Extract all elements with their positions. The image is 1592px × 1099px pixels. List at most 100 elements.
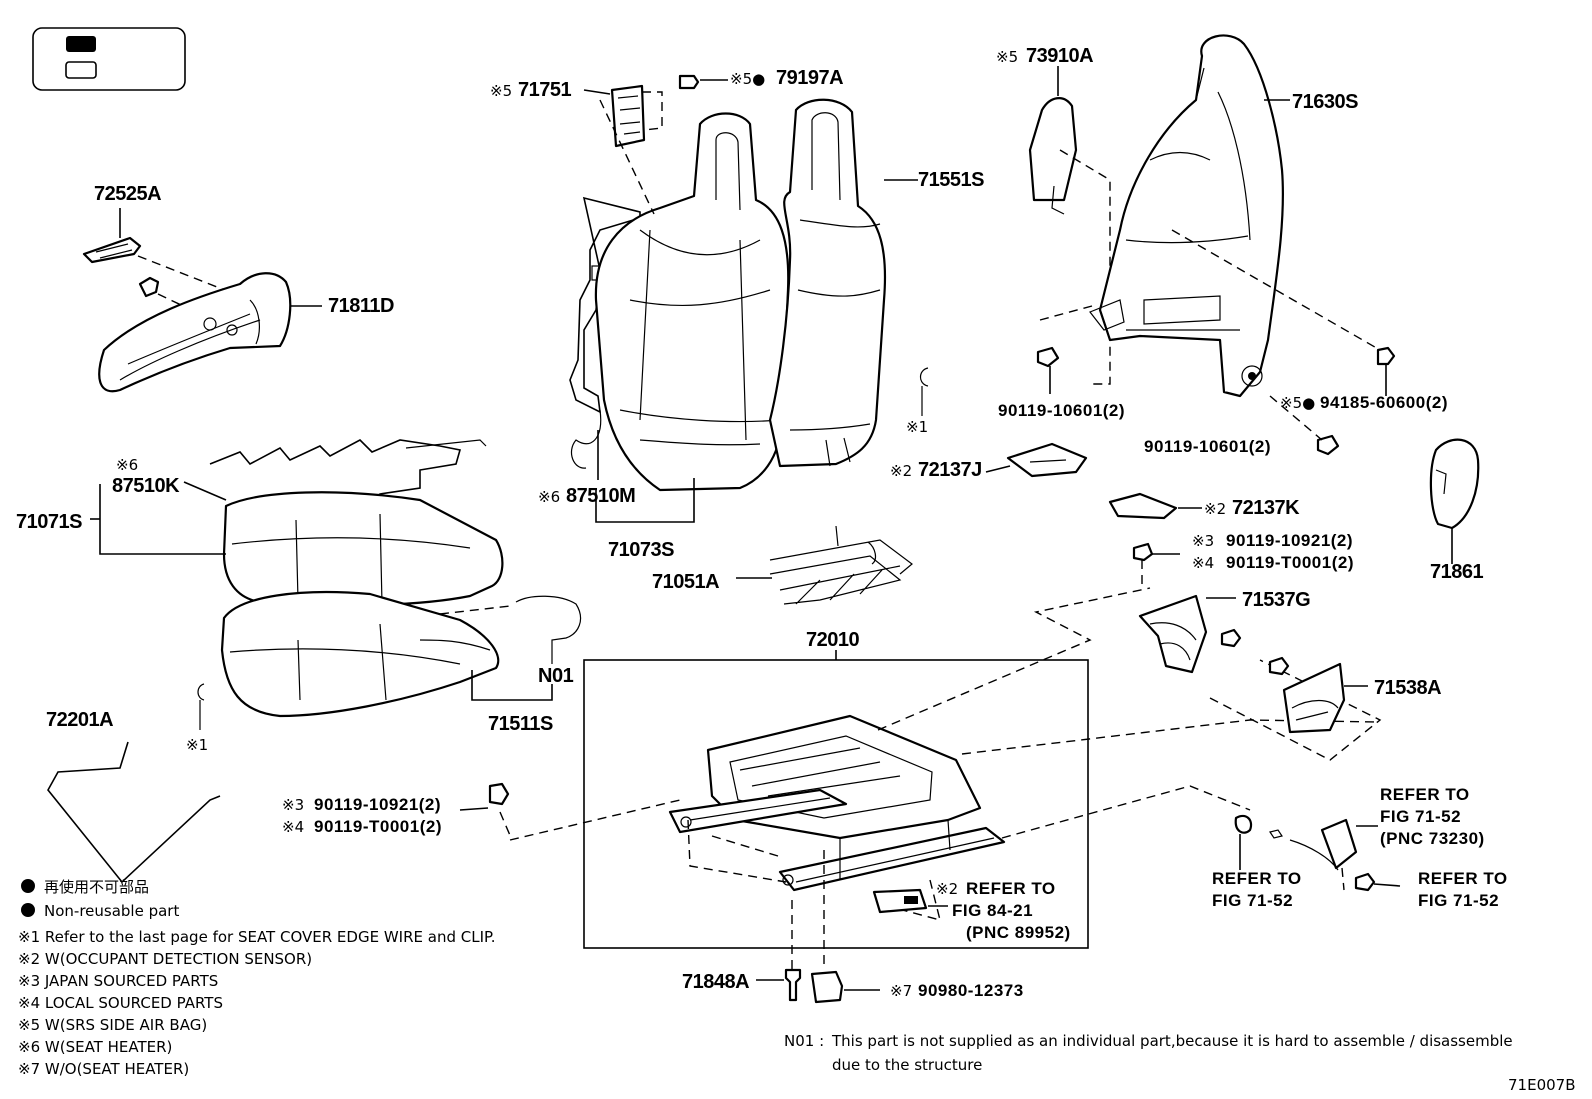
label-71537G: 71537G xyxy=(1242,589,1310,611)
bolt-90119-10601-a-icon xyxy=(1036,346,1060,368)
spring-71051A-shape xyxy=(769,539,913,605)
label-71751: 71751 xyxy=(518,79,571,101)
screw-71538A-icon xyxy=(1268,656,1290,676)
label-71630S: 71630S xyxy=(1292,91,1358,113)
note-2: ※2 W(OCCUPANT DETECTION SENSOR) xyxy=(18,950,312,968)
note-1: ※1 Refer to the last page for SEAT COVER… xyxy=(18,928,495,946)
ref-fig-71-52-top-line1: REFER TO xyxy=(1380,785,1470,804)
note-6: ※6 W(SEAT HEATER) xyxy=(18,1038,172,1056)
mark-90119-10921-r: ※3 xyxy=(1192,532,1214,550)
figure-id: 71E007B xyxy=(1508,1076,1576,1094)
label-79197A: 79197A xyxy=(776,67,843,89)
seatback-pad-71073S-shape xyxy=(594,112,790,492)
note-n01-key: N01 : xyxy=(784,1032,824,1050)
note-nonreusable-jp: 再使用不可部品 xyxy=(44,878,149,896)
clip-icon xyxy=(919,367,929,416)
label-90119-T0001-r: 90119-T0001(2) xyxy=(1226,553,1354,572)
bolt-90119-10921-r-icon xyxy=(1132,542,1154,562)
cover-71538A-shape xyxy=(1282,662,1346,734)
mark-90119-T0001-l: ※4 xyxy=(282,818,304,836)
mark-79197A: ※5● xyxy=(730,70,765,88)
headrest-71861-shape xyxy=(1429,438,1480,530)
label-72137J: 72137J xyxy=(918,459,982,481)
ods-sensor-shape xyxy=(872,888,928,914)
ref-fig-84-21-line2: FIG 84-21 xyxy=(952,901,1033,920)
mark-90980-12373: ※7 xyxy=(890,982,912,1000)
note-n01-line2: due to the structure xyxy=(832,1056,982,1074)
adjuster-72010-group xyxy=(668,714,1006,892)
label-90980-12373: 90980-12373 xyxy=(918,981,1024,1000)
note-nonreusable-en: Non-reusable part xyxy=(44,902,179,920)
label-90119-10601-a: 90119-10601(2) xyxy=(998,401,1125,420)
bolt-71848A-icon xyxy=(784,968,802,1002)
screw-icon xyxy=(138,276,160,298)
nut-79197A-icon xyxy=(678,74,700,90)
nut-94185-icon xyxy=(1376,346,1396,366)
mark-72137J: ※2 xyxy=(890,462,912,480)
ref-fig-71-52-top-line2: FIG 71-52 xyxy=(1380,807,1461,826)
label-71051A: 71051A xyxy=(652,571,719,593)
seatback-frame-group xyxy=(1028,34,1396,456)
ref-fig-71-52-right-line1: REFER TO xyxy=(1418,869,1508,888)
nut-icon-right xyxy=(1354,872,1376,892)
airbag-73910A-shape xyxy=(1028,97,1078,202)
mark-72137K: ※2 xyxy=(1204,500,1226,518)
seatback-cover-71551S-shape xyxy=(768,98,887,468)
side-shield-71811D-shape xyxy=(98,272,292,393)
sensor-72137K-shape xyxy=(1108,492,1178,520)
screw-71537G-icon xyxy=(1220,628,1242,648)
filled-legend-icon xyxy=(66,36,96,52)
nut-icon xyxy=(1234,814,1253,834)
cushion-pad-71511S-shape xyxy=(220,590,500,718)
nonreusable-bullet-icon xyxy=(21,879,35,893)
mark-87510K: ※6 xyxy=(116,456,138,474)
nonreusable-bullet-icon-2 xyxy=(21,903,35,917)
mark-73910A: ※5 xyxy=(996,48,1018,66)
ref-fig-71-52-right-line2: FIG 71-52 xyxy=(1418,891,1499,910)
label-71511S: 71511S xyxy=(488,713,553,735)
label-90119-10601-b: 90119-10601(2) xyxy=(1144,437,1271,456)
label-73910A: 73910A xyxy=(1026,45,1093,67)
seat-cushion-group xyxy=(90,439,581,718)
cushion-cover-71071S-shape xyxy=(222,491,504,607)
bracket-71751-shape xyxy=(610,84,646,148)
mark-1-mid: ※1 xyxy=(906,418,928,436)
edge-wire-72201A-shape xyxy=(47,741,221,884)
note-3: ※3 JAPAN SOURCED PARTS xyxy=(18,972,218,990)
label-90119-T0001-l: 90119-T0001(2) xyxy=(314,817,442,836)
label-87510K: 87510K xyxy=(112,475,180,497)
mark-ref-fig-84-21: ※2 xyxy=(936,880,958,898)
ref-fig-71-52-left-line2: FIG 71-52 xyxy=(1212,891,1293,910)
label-71071S: 71071S xyxy=(16,511,82,533)
sensor-72137J-shape xyxy=(1006,442,1088,478)
label-94185-60600: 94185-60600(2) xyxy=(1320,393,1448,412)
note-5: ※5 W(SRS SIDE AIR BAG) xyxy=(18,1016,207,1034)
bolt-90119-10601-b-icon xyxy=(1316,434,1340,456)
mark-94185: ※5● xyxy=(1280,394,1315,412)
note-4: ※4 LOCAL SOURCED PARTS xyxy=(18,994,223,1012)
connector-90980-12373-icon xyxy=(810,970,844,1004)
label-71848A: 71848A xyxy=(682,971,749,993)
label-72010: 72010 xyxy=(806,629,859,651)
bolt-90119-10921-l-icon xyxy=(488,782,510,806)
seat-frame-71630S-shape xyxy=(1098,34,1285,398)
ref-fig-71-52-top-line3: (PNC 73230) xyxy=(1380,829,1485,848)
label-71538A: 71538A xyxy=(1374,677,1441,699)
seat-belt-buckle-shape xyxy=(1320,818,1358,870)
label-87510M: 87510M xyxy=(566,485,635,507)
ref-fig-84-21-line1: REFER TO xyxy=(966,879,1056,898)
label-71861: 71861 xyxy=(1430,561,1483,583)
legend-box xyxy=(32,27,186,91)
label-72201A: 72201A xyxy=(46,709,113,731)
mark-90119-T0001-r: ※4 xyxy=(1192,554,1214,572)
open-legend-icon xyxy=(65,61,97,79)
note-7: ※7 W/O(SEAT HEATER) xyxy=(18,1060,189,1078)
mark-87510M: ※6 xyxy=(538,488,560,506)
side-shield-group xyxy=(82,208,322,393)
cover-71537G-shape xyxy=(1138,594,1208,674)
mark-1-left: ※1 xyxy=(186,736,208,754)
label-N01: N01 xyxy=(538,665,574,687)
mark-90119-10921-l: ※3 xyxy=(282,796,304,814)
clip-icon-left xyxy=(197,683,205,730)
label-71073S: 71073S xyxy=(608,539,674,561)
